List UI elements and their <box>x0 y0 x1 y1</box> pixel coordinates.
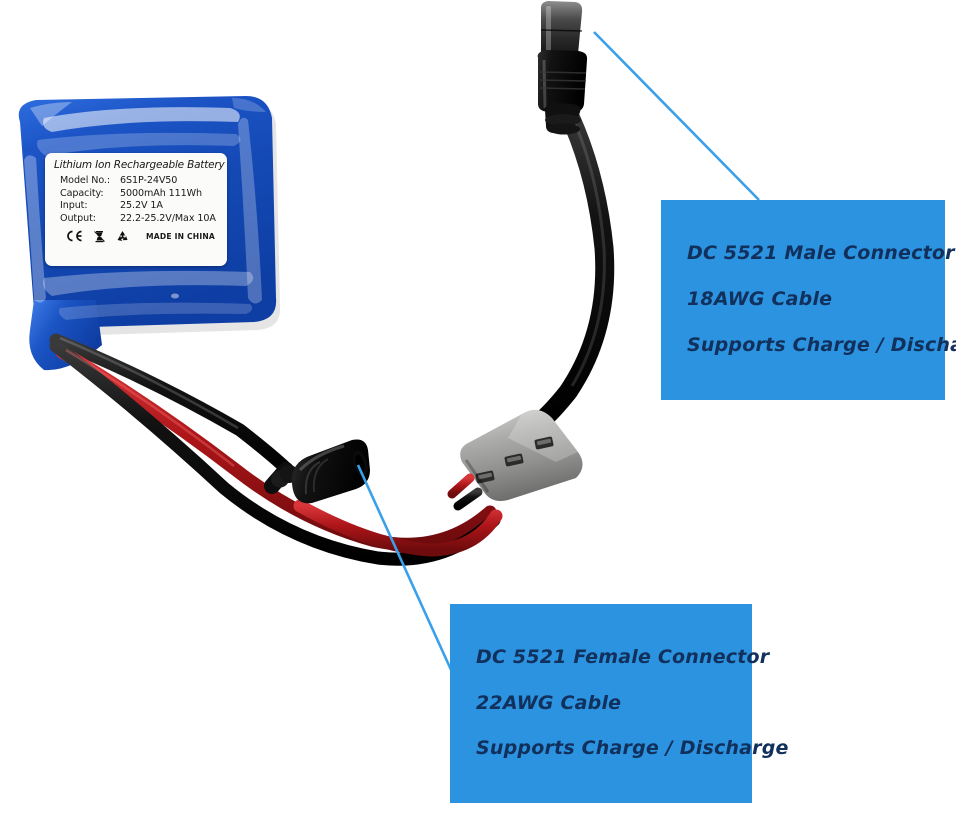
dc-5521-male-connector <box>537 1 588 135</box>
main-18awg-cable <box>530 98 615 432</box>
callout-male-line-3: Supports Charge / Discharge <box>687 333 956 356</box>
spec-key-model: Model No.: <box>60 175 111 186</box>
callout-female-line-3: Supports Charge / Discharge <box>476 737 789 760</box>
callout-female-connector: DC 5521 Female Connector 22AWG Cable Sup… <box>450 604 789 803</box>
battery-spec-label: Lithium Ion Rechargeable Battery Model N… <box>45 153 227 266</box>
gray-connector-housing <box>447 409 583 511</box>
spec-row-model: Model No.: 6S1P-24V50 <box>54 175 219 188</box>
spec-value-output: 22.2-25.2V/Max 10A <box>120 212 216 224</box>
callout-male-connector: DC 5521 Male Connector 18AWG Cable Suppo… <box>661 200 956 400</box>
battery-output-wires <box>49 333 503 566</box>
spec-row-output: Output: 22.2-25.2V/Max 10A <box>54 213 219 226</box>
weee-crossed-bin-icon <box>94 230 105 242</box>
callout-male-line-1: DC 5521 Male Connector <box>687 242 955 265</box>
callout-female-line-1: DC 5521 Female Connector <box>476 645 770 668</box>
ce-mark-icon <box>67 230 82 242</box>
callout-male-line-2: 18AWG Cable <box>687 288 833 311</box>
leader-line-female <box>356 464 454 673</box>
made-in-text: MADE IN CHINA <box>146 231 215 241</box>
label-certification-icons: MADE IN CHINA <box>54 230 219 243</box>
callout-female-line-2: 22AWG Cable <box>476 691 622 714</box>
label-title: Lithium Ion Rechargeable Battery <box>54 159 225 171</box>
spec-key-output: Output: <box>60 212 96 224</box>
spec-row-input: Input: 25.2V 1A <box>54 200 219 213</box>
spec-key-capacity: Capacity: <box>60 187 104 199</box>
spec-row-capacity: Capacity: 5000mAh 111Wh <box>54 188 219 201</box>
spec-value-input: 25.2V 1A <box>120 200 163 212</box>
leader-line-male <box>593 31 760 201</box>
spec-value-model: 6S1P-24V50 <box>120 175 178 186</box>
dc-5521-female-connector <box>264 439 370 504</box>
spec-key-input: Input: <box>60 200 88 212</box>
recycling-mobius-icon <box>117 230 128 241</box>
spec-value-capacity: 5000mAh 111Wh <box>120 187 203 199</box>
